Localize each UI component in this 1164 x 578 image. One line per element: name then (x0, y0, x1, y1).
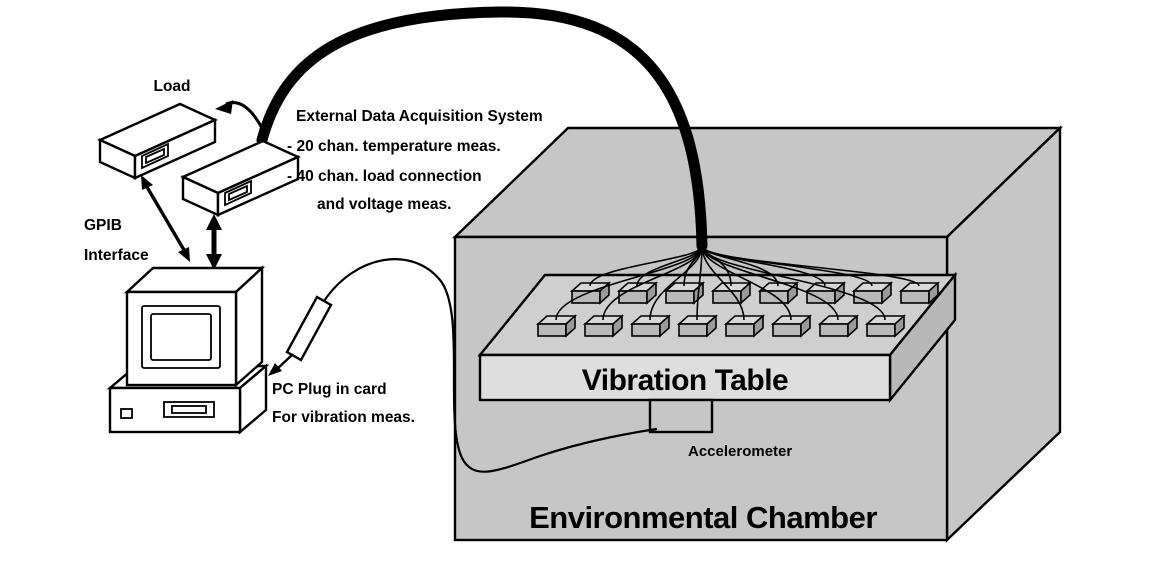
chip-wire (649, 245, 703, 321)
load-box-display-inner (145, 147, 165, 165)
thick-data-cable (256, 6, 708, 252)
gpib-caption: GPIB Interface (84, 217, 149, 264)
daq-box-display-inner (228, 184, 248, 202)
vibration-table-label: Vibration Table (582, 364, 788, 397)
cable-to-load-arrowhead (215, 100, 233, 114)
table-front-face (478, 353, 892, 402)
power-button (120, 408, 133, 419)
daq-caption-title: External Data Acquisition System (296, 108, 543, 125)
plug-card-body (285, 295, 333, 362)
chip-wire (701, 245, 745, 321)
chip-wire (701, 245, 886, 321)
plug-card-caption-line2: For vibration meas. (272, 409, 415, 426)
chip-wire (701, 245, 839, 321)
plug-card-caption-line1: PC Plug in card (272, 381, 387, 398)
floppy-slot-inner (171, 405, 207, 414)
gpib-arrowhead-down (206, 254, 222, 270)
gpib-caption-line2: Interface (84, 247, 149, 264)
chip-wire (602, 245, 703, 321)
gpib-arrow (206, 214, 222, 270)
gpib-caption-line1: GPIB (84, 217, 122, 234)
accelerometer-box (648, 398, 714, 434)
sensor-wire (323, 258, 658, 473)
load-to-pc-arrowhead-down (178, 247, 190, 262)
load-label: Load (153, 78, 190, 95)
accelerometer: Accelerometer (648, 398, 792, 460)
accelerometer-label: Accelerometer (688, 443, 792, 460)
plug-card-link-line (275, 353, 294, 371)
load-to-pc-arrow (141, 175, 190, 262)
chip-wire (696, 245, 703, 321)
daq-instrument (180, 139, 301, 217)
pc-plug-card: PC Plug in card For vibration meas. (268, 295, 415, 426)
monitor-screen (150, 313, 212, 361)
chip-wire (589, 245, 703, 287)
daq-caption-item1: - 20 chan. temperature meas. (287, 138, 501, 155)
load-to-pc-arrowhead-up (141, 175, 153, 190)
daq-box-front-face (216, 155, 300, 217)
pc-computer (106, 265, 270, 435)
chip-wire (555, 245, 703, 321)
load-box-front-face (133, 118, 217, 180)
chip-wire (701, 245, 792, 321)
daq-caption: External Data Acquisition System - 20 ch… (287, 108, 543, 213)
daq-caption-item3: and voltage meas. (317, 196, 451, 213)
load-to-pc-arrow-line (145, 186, 186, 251)
plug-card-arrowhead (268, 363, 282, 376)
cable-to-load-arrow (215, 100, 266, 133)
gpib-arrowhead-up (206, 214, 222, 230)
daq-caption-item2: - 40 chan. load connection (287, 168, 482, 185)
environmental-chamber-label: Environmental Chamber (529, 500, 877, 535)
load-instrument: Load (97, 78, 218, 180)
chip-wire (701, 245, 920, 287)
